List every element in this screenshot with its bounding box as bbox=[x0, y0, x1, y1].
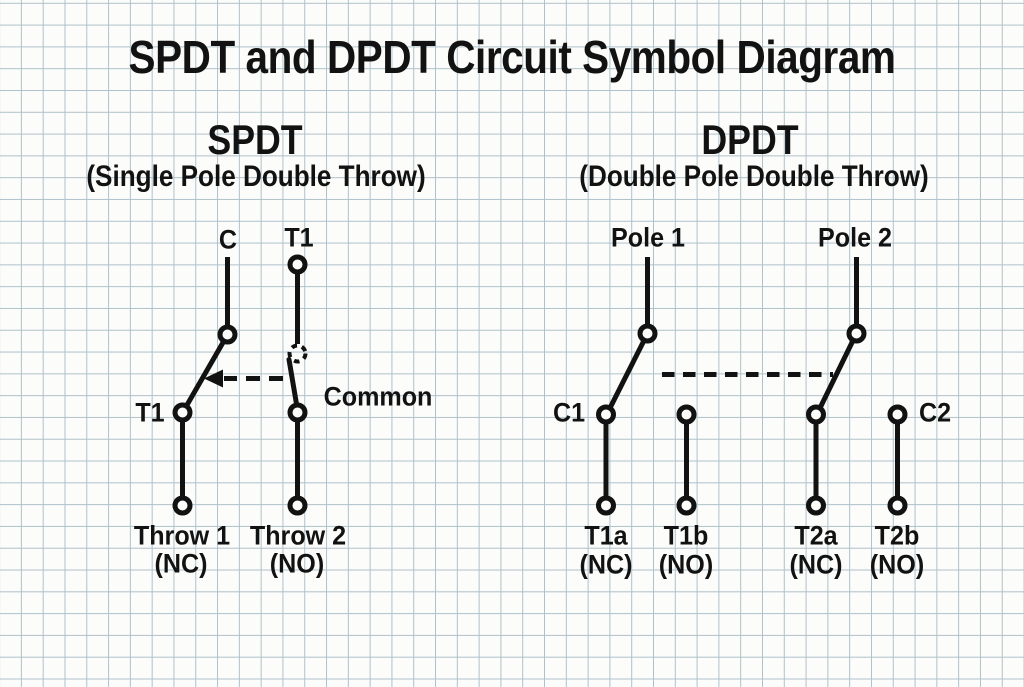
spdt-t1-top-label: T1 bbox=[284, 222, 314, 253]
dpdt-t1a-label: T1a bbox=[584, 520, 628, 551]
spdt-lever bbox=[184, 340, 226, 408]
spdt-t1-top-terminal bbox=[287, 254, 308, 275]
spdt-alt-pivot-dashed bbox=[287, 343, 308, 364]
dpdt-t2a-label: T2a bbox=[794, 520, 838, 551]
spdt-c-label: C bbox=[218, 224, 238, 255]
dpdt-t1a-bottom-terminal bbox=[596, 495, 616, 516]
dpdt-pole1-lever bbox=[608, 339, 646, 410]
dpdt-symbol bbox=[596, 257, 908, 516]
dpdt-t1b-bottom-terminal bbox=[676, 495, 697, 516]
dpdt-c2-label: C2 bbox=[918, 397, 952, 428]
spdt-pivot-terminal bbox=[217, 324, 238, 345]
dpdt-c1-label: C1 bbox=[552, 397, 586, 428]
spdt-motion-arrowhead bbox=[204, 369, 223, 388]
dpdt-c1-terminal bbox=[596, 404, 616, 425]
dpdt-heading: DPDT bbox=[701, 116, 799, 163]
spdt-throw1-terminal bbox=[172, 402, 193, 423]
spdt-heading: SPDT bbox=[207, 116, 303, 163]
spdt-throw1-label: Throw 1 bbox=[133, 520, 231, 551]
dpdt-t2a-state-label: (NC) bbox=[789, 549, 843, 580]
dpdt-subtitle: (Double Pole Double Throw) bbox=[579, 160, 929, 193]
spdt-t1-left-label: T1 bbox=[135, 397, 165, 428]
spdt-throw2-label: Throw 2 bbox=[249, 520, 347, 551]
spdt-subtitle: (Single Pole Double Throw) bbox=[86, 160, 426, 193]
dpdt-t2b-bottom-terminal bbox=[887, 495, 908, 516]
spdt-throw1-state-label: (NC) bbox=[154, 548, 208, 579]
spdt-common-label: Common bbox=[323, 381, 433, 412]
dpdt-pole2-pivot-terminal bbox=[846, 323, 867, 344]
dpdt-pole1-pivot-terminal bbox=[637, 323, 658, 344]
dpdt-t1b-state-label: (NO) bbox=[658, 549, 714, 580]
dpdt-t2a-bottom-terminal bbox=[806, 495, 826, 516]
spdt-throw2-state-label: (NO) bbox=[269, 548, 325, 579]
page-title: SPDT and DPDT Circuit Symbol Diagram bbox=[128, 31, 896, 83]
dpdt-t1b-terminal bbox=[676, 404, 697, 425]
dpdt-t2a-terminal bbox=[806, 404, 826, 425]
dpdt-t2b-terminal bbox=[887, 404, 908, 425]
spdt-throw2-bottom-terminal bbox=[287, 495, 308, 516]
spdt-throw2-terminal bbox=[287, 402, 308, 423]
spdt-symbol bbox=[172, 254, 308, 516]
dpdt-pole2-lever bbox=[818, 339, 855, 410]
dpdt-pole1-label: Pole 1 bbox=[611, 222, 685, 253]
dpdt-t2b-state-label: (NO) bbox=[869, 549, 925, 580]
dpdt-t1a-state-label: (NC) bbox=[579, 549, 633, 580]
spdt-alt-lever bbox=[286, 357, 299, 407]
spdt-throw1-bottom-terminal bbox=[172, 495, 193, 516]
dpdt-t2b-label: T2b bbox=[874, 520, 920, 551]
dpdt-pole2-label: Pole 2 bbox=[818, 222, 892, 253]
dpdt-t1b-label: T1b bbox=[663, 520, 709, 551]
